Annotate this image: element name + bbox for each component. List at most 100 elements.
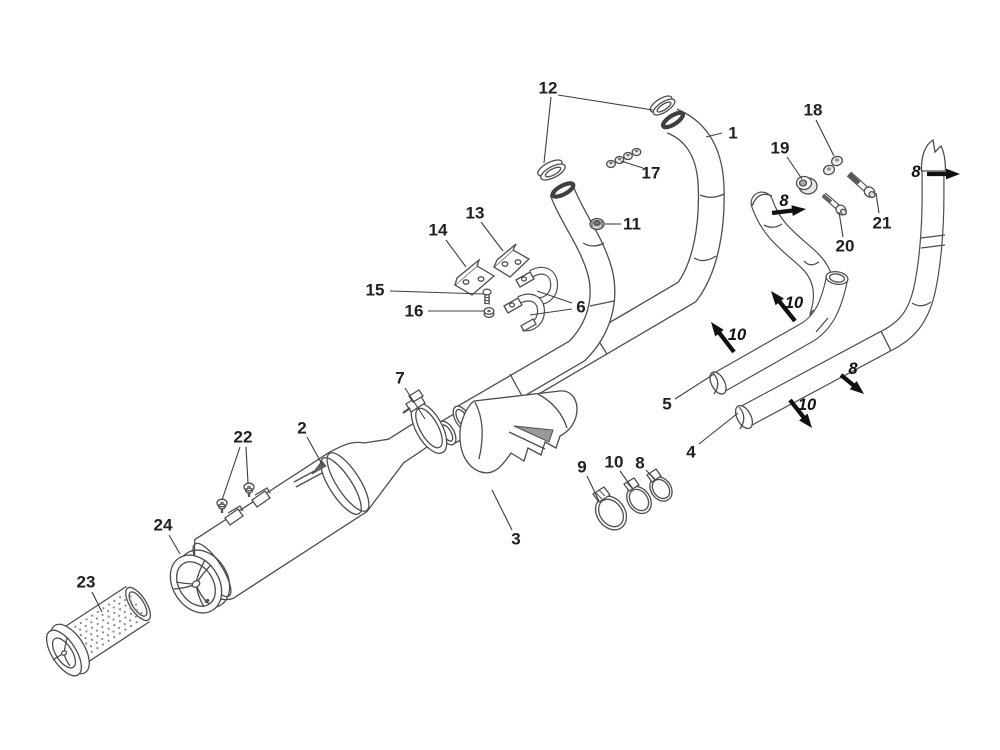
part-label-24: 24 bbox=[154, 516, 173, 535]
baffle bbox=[45, 585, 151, 677]
leader-19 bbox=[786, 156, 803, 180]
leader-13 bbox=[480, 221, 504, 252]
arrow-shaft bbox=[776, 299, 797, 323]
worm-clamp-10 bbox=[623, 477, 652, 515]
part-label-8: 8 bbox=[635, 454, 644, 473]
flow-arrow-10-3: 10 bbox=[711, 322, 747, 354]
leader-22a bbox=[221, 446, 241, 501]
mounting-strap-clip bbox=[224, 505, 244, 526]
bracket-nut bbox=[483, 306, 495, 319]
part-label-19: 19 bbox=[771, 139, 790, 158]
leader-4 bbox=[698, 412, 739, 445]
bracket-screw bbox=[482, 288, 492, 305]
leader-8 bbox=[645, 469, 656, 481]
arrow-label-10: 10 bbox=[798, 396, 817, 414]
part-label-6: 6 bbox=[576, 298, 585, 317]
leader-18 bbox=[815, 119, 835, 157]
flow-arrows-layer: 8 8 10 10 8 10 bbox=[711, 163, 960, 428]
leader-12a bbox=[543, 96, 552, 164]
saddle-clamp-upper bbox=[515, 266, 559, 306]
leader-22b bbox=[245, 446, 249, 484]
arrow-shaft bbox=[839, 373, 857, 389]
flange-nut bbox=[589, 217, 605, 231]
part-label-18: 18 bbox=[804, 101, 823, 120]
part-label-4: 4 bbox=[686, 443, 696, 462]
part-label-14: 14 bbox=[429, 221, 448, 240]
leader-6b bbox=[529, 308, 573, 316]
leader-7 bbox=[404, 387, 426, 420]
leader-10 bbox=[619, 470, 634, 490]
arrow-label-10: 10 bbox=[785, 294, 804, 312]
leader-lines bbox=[91, 94, 880, 613]
leader-17 bbox=[620, 160, 644, 169]
part-label-5: 5 bbox=[662, 395, 671, 414]
arrow-head bbox=[946, 168, 960, 180]
part-label-1: 1 bbox=[728, 124, 737, 143]
leader-20 bbox=[838, 211, 844, 238]
shield-spacer-19 bbox=[795, 175, 818, 195]
mount-bracket-14 bbox=[453, 258, 496, 296]
artwork bbox=[45, 95, 947, 677]
part-label-12: 12 bbox=[539, 79, 558, 98]
part-label-16: 16 bbox=[405, 302, 424, 321]
mount-bracket-13 bbox=[492, 243, 531, 278]
part-label-9: 9 bbox=[577, 458, 586, 477]
arrow-head bbox=[791, 205, 806, 216]
leader-3 bbox=[491, 489, 513, 531]
flow-arrow-8-4: 8 bbox=[839, 360, 864, 394]
arrow-label-8: 8 bbox=[911, 163, 921, 181]
leader-23 bbox=[91, 591, 103, 613]
heat-shield-5 bbox=[709, 270, 849, 395]
baffle-perforations bbox=[68, 592, 144, 657]
arrow-head bbox=[711, 322, 724, 337]
shield-nuts-18 bbox=[822, 155, 844, 176]
arrow-shaft bbox=[771, 208, 795, 216]
flow-arrow-8-1: 8 bbox=[771, 192, 806, 216]
heat-shield-4 bbox=[734, 138, 947, 430]
leader-15 bbox=[389, 290, 485, 295]
shield-bolt-21 bbox=[846, 171, 876, 199]
leader-21 bbox=[875, 192, 880, 214]
part-label-3: 3 bbox=[511, 530, 520, 549]
end-cap-screw bbox=[243, 482, 255, 497]
part-label-10: 10 bbox=[605, 453, 624, 472]
mounting-strap-clip bbox=[251, 487, 271, 508]
arrow-shaft bbox=[716, 330, 736, 354]
slip-connector bbox=[459, 390, 578, 474]
part-label-2: 2 bbox=[297, 419, 306, 438]
leader-2 bbox=[306, 436, 324, 467]
flow-arrow-8-0: 8 bbox=[911, 163, 960, 181]
leader-12b bbox=[557, 94, 654, 111]
leader-5 bbox=[674, 373, 715, 400]
part-label-7: 7 bbox=[395, 369, 404, 388]
part-label-11: 11 bbox=[623, 215, 641, 234]
arrow-shaft bbox=[788, 398, 807, 420]
flow-arrow-10-2: 10 bbox=[771, 291, 804, 323]
shield-bolt-20 bbox=[821, 192, 847, 216]
part-label-15: 15 bbox=[366, 281, 385, 300]
muffler-body bbox=[192, 419, 436, 601]
arrow-label-8: 8 bbox=[779, 192, 789, 210]
leader-24 bbox=[168, 534, 181, 555]
arrow-head bbox=[771, 291, 784, 306]
end-cap-screw bbox=[216, 498, 228, 513]
leader-1 bbox=[705, 132, 723, 138]
header-nuts bbox=[606, 147, 642, 169]
flow-arrow-10-5: 10 bbox=[788, 396, 817, 428]
leader-9 bbox=[586, 475, 600, 502]
part-label-21: 21 bbox=[873, 214, 892, 233]
saddle-clamp-lower bbox=[503, 293, 546, 332]
exhaust-gasket-lower bbox=[537, 159, 566, 181]
arrow-label-8: 8 bbox=[848, 360, 858, 378]
part-label-20: 20 bbox=[836, 237, 855, 256]
arrow-label-10: 10 bbox=[728, 326, 747, 344]
leader-6a bbox=[536, 290, 573, 304]
exhaust-gasket-upper bbox=[649, 95, 676, 116]
part-label-22: 22 bbox=[234, 428, 253, 447]
arrow-head bbox=[849, 380, 864, 394]
part-label-17: 17 bbox=[642, 164, 661, 183]
part-label-13: 13 bbox=[466, 204, 485, 223]
